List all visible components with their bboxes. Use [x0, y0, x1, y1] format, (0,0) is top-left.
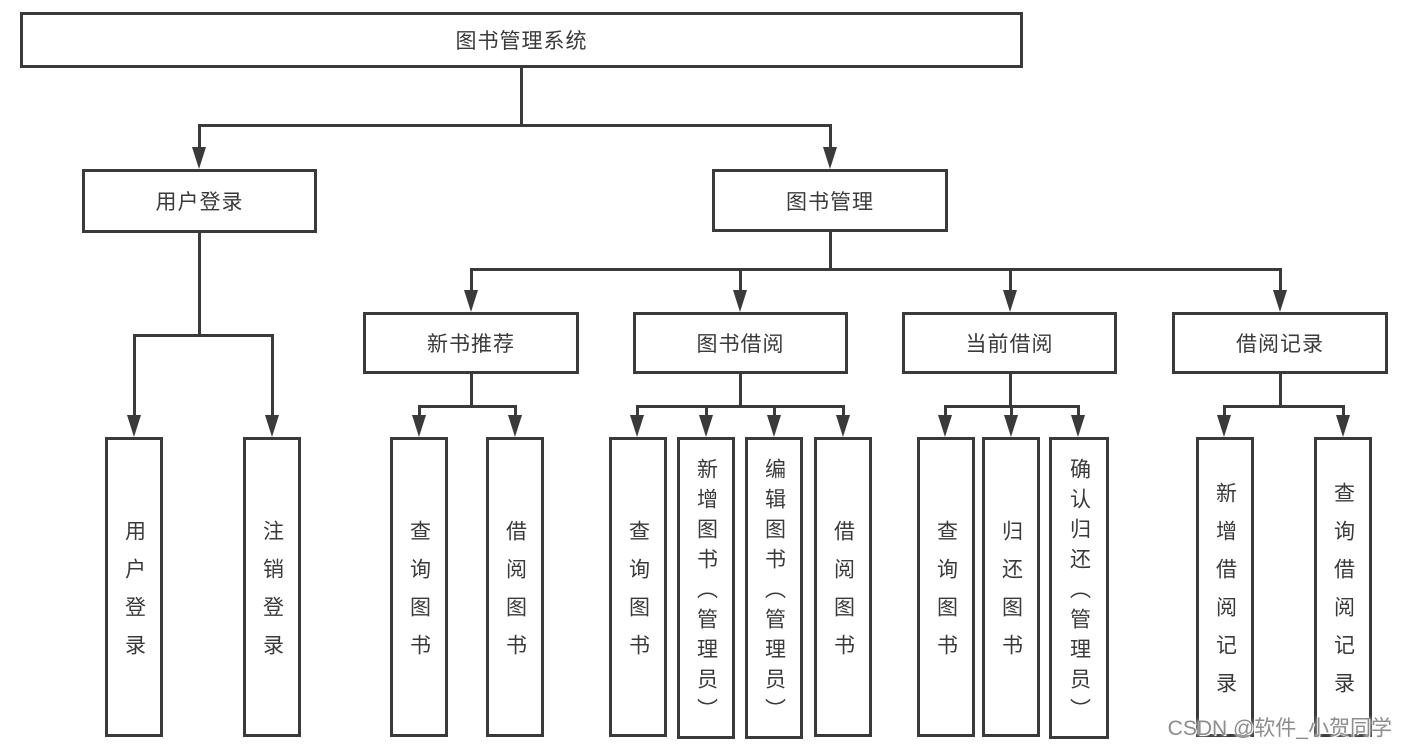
leaf-logout: 注销登录 [243, 437, 301, 737]
node-label: 确认归还（管理员） [1067, 457, 1091, 728]
node-label: 用户登录 [155, 191, 244, 214]
arrowhead-icon [1004, 415, 1018, 437]
watermark: CSDN @软件_小贺同学 [1167, 717, 1392, 740]
connector-borrowing-rail [636, 405, 844, 408]
leaf-edit-book-admin: 编辑图书（管理员） [745, 437, 803, 739]
connector-drop [842, 405, 845, 415]
connector-current-stem [1009, 374, 1012, 408]
node-user-login: 用户登录 [82, 169, 317, 233]
connector-bookmgmt-rail [470, 268, 1281, 271]
connector-drop [739, 268, 742, 290]
arrowhead-icon [1273, 290, 1287, 312]
connector-drop [133, 334, 136, 415]
arrowhead-icon [1336, 415, 1350, 437]
connector-recommend-rail [418, 405, 517, 408]
connector-drop [636, 405, 639, 415]
arrowhead-icon [412, 415, 426, 437]
node-label: 注销登录 [260, 519, 284, 672]
leaf-borrow-books-recommend: 借阅图书 [486, 437, 544, 737]
node-label: 借阅记录 [1236, 333, 1324, 356]
connector-root-rail [198, 124, 831, 127]
node-new-book-recommend: 新书推荐 [363, 312, 579, 374]
arrowhead-icon [1071, 415, 1085, 437]
node-label: 图书管理系统 [455, 30, 588, 53]
arrowhead-icon [836, 415, 850, 437]
leaf-query-books-recommend: 查询图书 [390, 437, 448, 737]
connector-drop [514, 405, 517, 415]
connector-drop [705, 405, 708, 415]
connector-drop [271, 334, 274, 415]
leaf-user-login: 用户登录 [105, 437, 163, 737]
node-label: 借阅图书 [503, 519, 527, 672]
node-label: 图书借阅 [696, 333, 785, 356]
arrowhead-icon [464, 290, 478, 312]
node-library-management-system: 图书管理系统 [20, 12, 1023, 68]
connector-borrowing-stem [739, 374, 742, 408]
node-label: 查询图书 [407, 519, 431, 672]
connector-root-stem [520, 68, 523, 126]
node-label: 新增图书（管理员） [694, 457, 718, 728]
leaf-confirm-return-admin: 确认归还（管理员） [1049, 437, 1109, 739]
leaf-borrow-books: 借阅图书 [814, 437, 872, 737]
arrowhead-icon [508, 415, 522, 437]
connector-bookmgmt-stem [829, 232, 832, 270]
connector-recommend-stem [470, 374, 473, 408]
connector-drop [418, 405, 421, 415]
node-book-management: 图书管理 [712, 169, 948, 232]
leaf-add-borrow-record: 新增借阅记录 [1196, 437, 1254, 737]
node-label: 新增借阅记录 [1213, 481, 1237, 710]
node-label: 查询借阅记录 [1331, 481, 1355, 710]
node-label: 用户登录 [122, 519, 146, 672]
node-label: 查询图书 [626, 519, 650, 672]
connector-drop [1342, 405, 1345, 415]
connector-records-stem [1279, 374, 1282, 408]
arrowhead-icon [1003, 290, 1017, 312]
arrowhead-icon [823, 147, 837, 169]
arrowhead-icon [630, 415, 644, 437]
arrowhead-icon [733, 290, 747, 312]
node-label: 当前借阅 [965, 333, 1054, 356]
arrowhead-icon [265, 415, 279, 437]
connector-drop [1010, 405, 1013, 415]
arrowhead-icon [699, 415, 713, 437]
leaf-query-borrow-record: 查询借阅记录 [1314, 437, 1372, 737]
node-label: 新书推荐 [427, 333, 515, 356]
node-label: 查询图书 [934, 519, 958, 672]
connector-userlogin-stem [198, 233, 201, 336]
connector-drop [773, 405, 776, 415]
arrowhead-icon [127, 415, 141, 437]
node-current-borrowing: 当前借阅 [902, 312, 1117, 374]
leaf-add-book-admin: 新增图书（管理员） [677, 437, 735, 739]
connector-drop [470, 268, 473, 290]
connector-drop [1279, 268, 1282, 290]
connector-drop [1077, 405, 1080, 415]
connector-drop [829, 124, 832, 147]
node-borrowing-records: 借阅记录 [1172, 312, 1388, 374]
connector-drop [198, 124, 201, 147]
leaf-return-books: 归还图书 [982, 437, 1040, 737]
connector-records-rail [1223, 405, 1344, 408]
connector-userlogin-rail [133, 334, 274, 337]
connector-drop [944, 405, 947, 415]
arrowhead-icon [938, 415, 952, 437]
node-label: 图书管理 [786, 190, 874, 214]
leaf-query-books-borrow: 查询图书 [609, 437, 667, 737]
node-label: 借阅图书 [831, 519, 855, 672]
leaf-query-books-current: 查询图书 [917, 437, 975, 737]
node-book-borrowing: 图书借阅 [633, 312, 848, 374]
node-label: 编辑图书（管理员） [762, 457, 786, 728]
connector-drop [1223, 405, 1226, 415]
node-label: 归还图书 [999, 519, 1023, 672]
connector-drop [1009, 268, 1012, 290]
arrowhead-icon [767, 415, 781, 437]
arrowhead-icon [1217, 415, 1231, 437]
arrowhead-icon [192, 147, 206, 169]
